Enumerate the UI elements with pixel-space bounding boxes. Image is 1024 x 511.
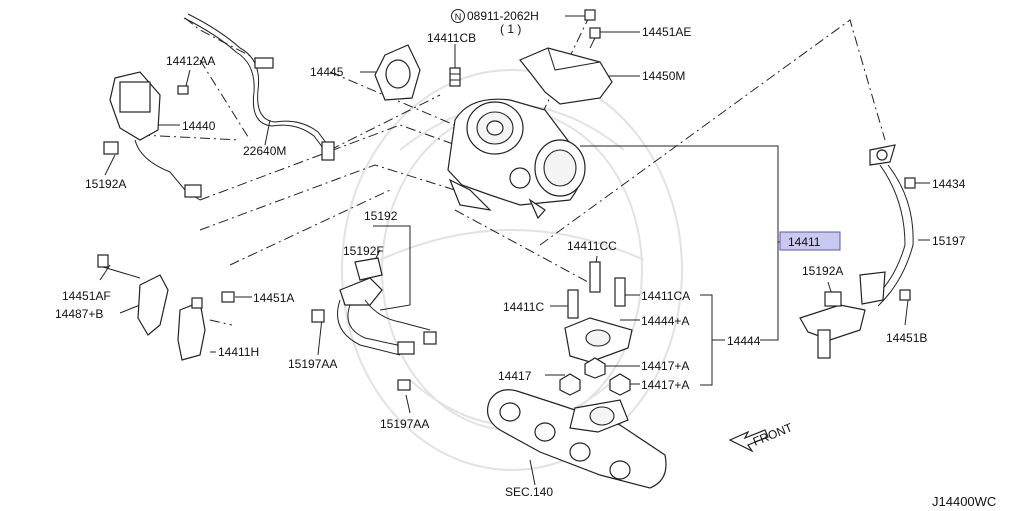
nut-symbol-label: N [455,12,462,22]
label-14451A[interactable]: 14451A [253,291,294,305]
label-14412AA[interactable]: 14412AA [166,54,215,68]
label-14411H[interactable]: 14411H [218,345,259,359]
label-15197[interactable]: 15197 [932,234,966,248]
highlight-14411 [779,231,841,251]
label-14444A[interactable]: 14444+A [641,314,689,328]
label-sec140[interactable]: SEC.140 [505,485,553,499]
label-15192A-right[interactable]: 15192A [802,264,843,278]
nut-symbol [451,9,465,23]
label-14440[interactable]: 14440 [182,119,216,133]
label-14445[interactable]: 14445 [310,65,344,79]
water-pipe-assembly [311,257,437,391]
label-14411CC[interactable]: 14411CC [567,239,617,253]
oil-pipe-15197 [799,144,916,359]
label-15197AA-1[interactable]: 15197AA [288,357,337,371]
leader-lines [139,14,886,326]
turbocharger [447,98,586,220]
heat-shield [519,47,613,105]
label-15197AA-2[interactable]: 15197AA [380,417,429,431]
label-14411CB[interactable]: 14411CB [427,31,476,45]
label-14451AF[interactable]: 14451AF [62,289,111,303]
gasket-14445 [374,44,421,101]
exhaust-manifold [487,389,667,489]
label-front: FRONT [751,420,795,449]
label-14417A-1[interactable]: 14417+A [641,359,689,373]
part-labels: N 08911-2062H ( 1 ) 14451AE 14411CB 1444… [55,9,996,509]
top-bolts [584,9,601,49]
label-08911-qty: ( 1 ) [500,22,521,36]
label-22640M[interactable]: 22640M [243,144,286,158]
label-14417A-2[interactable]: 14417+A [641,378,689,392]
label-14434[interactable]: 14434 [932,177,966,191]
actuator-14440 [103,71,202,201]
label-14444[interactable]: 14444 [727,334,761,348]
label-14417[interactable]: 14417 [498,369,532,383]
label-08911[interactable]: 08911-2062H [467,9,539,23]
label-14411CA[interactable]: 14411CA [641,289,690,303]
gasket-14444 [559,261,633,396]
stud-14411CB [449,67,461,87]
label-14487B[interactable]: 14487+B [55,307,103,321]
label-15192[interactable]: 15192 [364,209,398,223]
label-14451AE[interactable]: 14451AE [642,25,691,39]
bracket-14487 [97,254,235,361]
sensor-wire-22640M [183,13,335,161]
figure-code: J14400WC [932,494,996,509]
front-direction-arrow [728,429,769,453]
label-14450M[interactable]: 14450M [642,69,685,83]
label-14411C[interactable]: 14411C [503,300,544,314]
label-14451B[interactable]: 14451B [886,331,927,345]
label-15192F[interactable]: 15192F [343,244,384,258]
label-15192A-left[interactable]: 15192A [85,177,126,191]
label-14411[interactable]: 14411 [788,235,821,249]
